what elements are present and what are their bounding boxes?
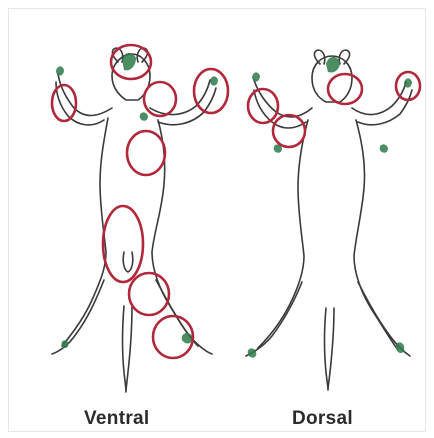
marker-circles (52, 45, 420, 358)
dorsal-ear-right (339, 50, 349, 64)
dorsal-tail (325, 308, 335, 390)
marker-ventral-left-paw (52, 85, 76, 121)
dorsal-label: Dorsal (292, 408, 353, 430)
marker-dorsal-left-shoulder (273, 115, 305, 147)
marker-dorsal-head (328, 74, 362, 104)
marker-ventral-abdomen (103, 206, 143, 282)
marker-ventral-right-paw (194, 69, 228, 113)
ventral-tail (123, 306, 133, 392)
marker-ventral-chest (127, 131, 165, 175)
ventral-label: Ventral (84, 408, 149, 430)
dorsal-figure (246, 50, 412, 390)
dorsal-ear-left (314, 50, 324, 64)
dorsal-left-leg (246, 282, 302, 356)
dorsal-torso-left (258, 120, 308, 348)
marker-dorsal-left-paw (248, 89, 278, 123)
ventral-left-arm (58, 74, 112, 116)
ventral-torso-left (62, 118, 108, 346)
marker-ventral-right-shoulder (144, 82, 176, 116)
dorsal-right-arm (352, 82, 406, 115)
